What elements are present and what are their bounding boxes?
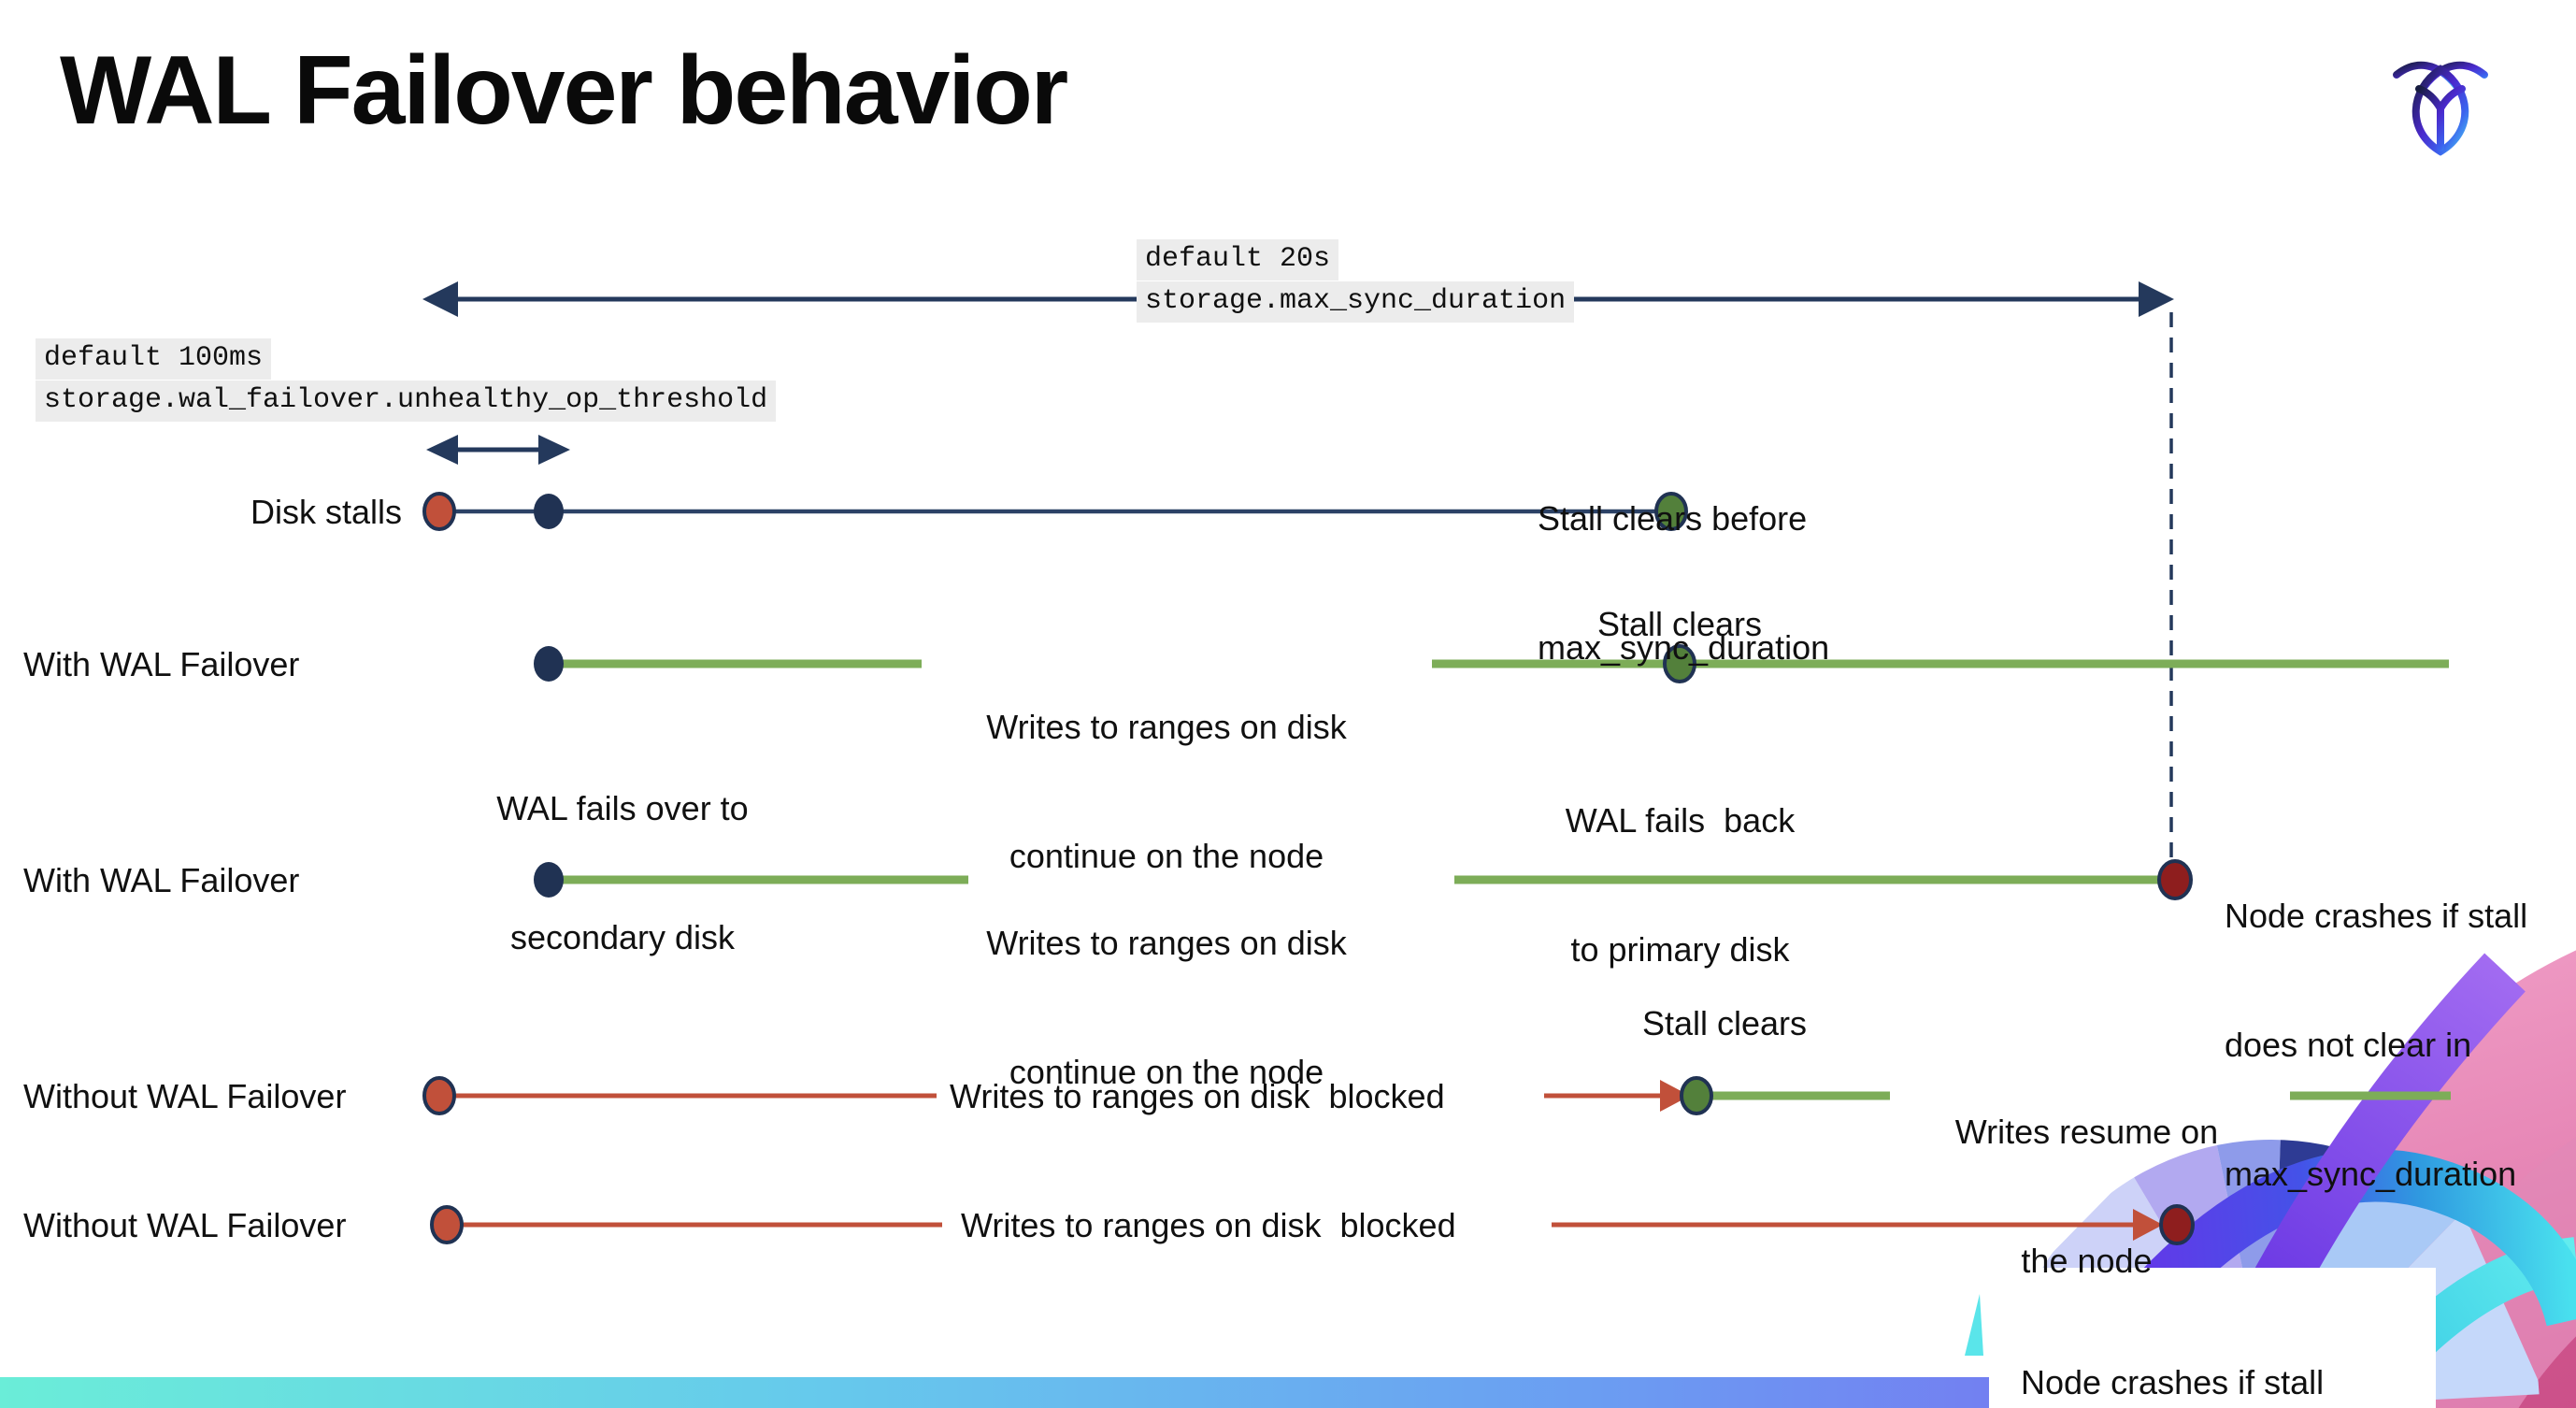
unhealthy-op-threshold-arrow (426, 435, 570, 465)
row-label-with-wal-failover-2: With WAL Failover (23, 861, 300, 899)
row-label-disk-stalls: Disk stalls (250, 493, 402, 531)
stall-start-dot (422, 492, 456, 531)
writes-resume-label: Writes resume on the node (1954, 1113, 2219, 1280)
stall-start-dot (430, 1205, 464, 1244)
art-cyan-sliver (1965, 1294, 1983, 1356)
max-sync-duration-config-label: default 20s storage.max_sync_duration (1137, 239, 1575, 323)
node-crashes-label-1: Node crashes if stall does not clear in … (2225, 897, 2528, 1193)
stall-clear-dot (1680, 1076, 1713, 1115)
row-label-without-wal-failover-1: Without WAL Failover (23, 1077, 347, 1115)
row-label-without-wal-failover-2: Without WAL Failover (23, 1206, 347, 1244)
config-default-value: default 20s (1137, 239, 1339, 280)
stall-clears-label-1: Stall clears (1596, 605, 1763, 643)
stall-clears-label-2: Stall clears (1641, 1004, 1808, 1042)
writes-blocked-label-2: Writes to ranges on disk blocked (961, 1206, 1456, 1244)
writes-continue-label-2: Writes to ranges on disk continue on the… (986, 924, 1347, 1091)
logo-wing-vein (2415, 85, 2466, 151)
writes-continue-label-1: Writes to ranges on disk continue on the… (986, 708, 1347, 875)
writes-blocked-label-1: Writes to ranges on disk blocked (950, 1077, 1445, 1115)
stall-clears-before-label: Stall clears before max_sync_duration (1538, 499, 1830, 667)
failover-dot (534, 646, 564, 682)
wal-fails-over-label: WAL fails over to secondary disk (496, 789, 749, 956)
threshold-dot (534, 494, 564, 529)
row-label-with-wal-failover-1: With WAL Failover (23, 645, 300, 683)
blocked-arrowhead (1660, 1080, 1690, 1112)
art-antenna-band-2 (2082, 1149, 2576, 1372)
config-setting-name: storage.max_sync_duration (1137, 281, 1575, 323)
node-crashes-label-2: Node crashes if stall does not clear in … (2021, 1363, 2325, 1401)
crash-dot (2157, 859, 2193, 900)
stall-start-dot (422, 1076, 456, 1115)
config-default-value: default 100ms (36, 338, 272, 380)
page-title: WAL Failover behavior (60, 36, 1068, 145)
config-setting-name: storage.wal_failover.unhealthy_op_thresh… (36, 381, 777, 422)
timeline-row-disk-stalls (422, 492, 1688, 531)
timeline-row-wal-failover-clears (534, 644, 2449, 683)
wal-fails-back-label: WAL fails back to primary disk (1565, 801, 1796, 969)
cockroach-logo-icon (2393, 61, 2488, 156)
unhealthy-op-threshold-config-label: default 100ms storage.wal_failover.unhea… (36, 338, 777, 423)
node-crash-callout-box (1989, 1268, 2436, 1408)
